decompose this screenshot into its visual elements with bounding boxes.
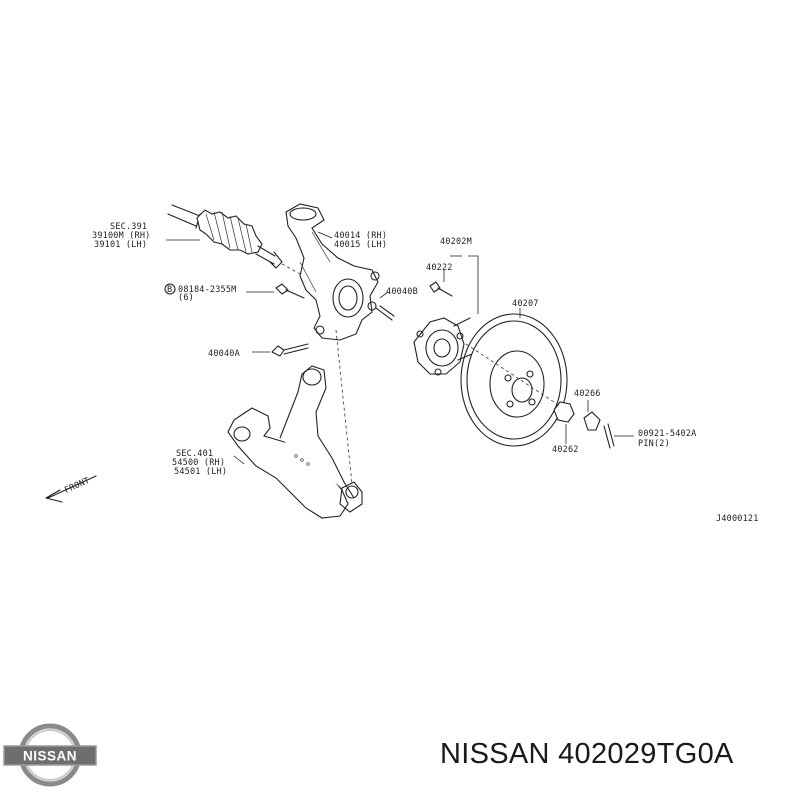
nut-cap-40266 — [583, 400, 601, 431]
cotter-pin — [603, 423, 634, 449]
hub-bolt-40222 — [429, 270, 453, 297]
bolt-40040a — [252, 343, 309, 357]
hub-nut-40262 — [553, 401, 575, 444]
label-cap: 40266 — [574, 389, 601, 399]
label-arm-lh: 54501 (LH) — [174, 467, 227, 477]
label-front: FRONT — [63, 476, 91, 496]
label-pin-qty: PIN(2) — [638, 439, 670, 449]
wheel-hub — [413, 255, 479, 376]
bolt-40040b — [375, 291, 395, 321]
label-bolt-qty: (6) — [178, 293, 194, 303]
bolt-marker-circle — [164, 283, 176, 295]
label-sec401: SEC.401 — [176, 449, 213, 459]
label-bolt-marker: B — [167, 285, 172, 295]
label-stud: 40222 — [426, 263, 453, 273]
label-hub: 40202M — [440, 237, 472, 247]
label-pin-ref: 00921-5402A — [638, 429, 697, 439]
label-rotor: 40207 — [512, 299, 539, 309]
steering-knuckle — [285, 203, 380, 341]
label-shaft-lh: 39101 (LH) — [94, 240, 147, 250]
brake-rotor — [460, 308, 568, 447]
drive-shaft — [167, 204, 323, 287]
label-arm-rh: 54500 (RH) — [172, 458, 225, 468]
label-shaft-rh: 39100M (RH) — [92, 231, 151, 241]
label-sec391: SEC.391 — [110, 222, 147, 232]
leader-knuckle — [317, 231, 333, 239]
diagram-code: J4000121 — [716, 514, 759, 524]
axis-line — [465, 343, 561, 407]
front-arrow-icon — [45, 475, 97, 503]
label-bolt-ref: 08184-2355M — [178, 285, 237, 295]
lower-control-arm — [227, 329, 363, 519]
nissan-logo: NISSAN — [3, 723, 97, 787]
label-knuckle-lh: 40015 (LH) — [334, 240, 387, 250]
label-bolt-b: 40040B — [386, 287, 418, 297]
label-nut: 40262 — [552, 445, 579, 455]
bolt-08184 — [246, 283, 305, 299]
part-number-title: NISSAN 402029TG0A — [440, 738, 734, 770]
label-bolt-a: 40040A — [208, 349, 240, 359]
label-knuckle-rh: 40014 (RH) — [334, 231, 387, 241]
logo-text: NISSAN — [23, 749, 77, 764]
